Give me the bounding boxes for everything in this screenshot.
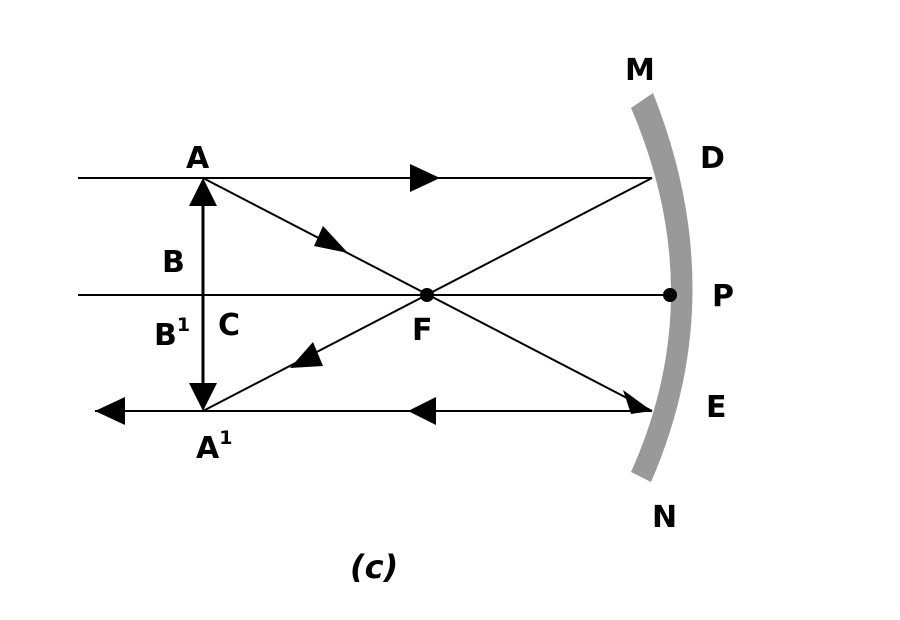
object-arrowhead-up bbox=[189, 178, 217, 206]
label-D: D bbox=[700, 141, 725, 176]
figure-caption: (c) bbox=[350, 548, 398, 586]
label-B1: B1 bbox=[154, 314, 190, 353]
label-A1: A1 bbox=[196, 427, 232, 466]
image-arrowhead-down bbox=[189, 383, 217, 411]
label-P: P bbox=[712, 279, 734, 314]
arrow-top-right bbox=[410, 164, 440, 192]
label-M: M bbox=[625, 53, 655, 88]
label-E: E bbox=[706, 390, 727, 425]
arrow-toward-e bbox=[623, 390, 652, 414]
label-N: N bbox=[652, 500, 677, 535]
label-B: B bbox=[162, 245, 185, 280]
arrow-f-toward-a1 bbox=[290, 342, 323, 368]
focus-point bbox=[420, 288, 434, 302]
concave-mirror bbox=[631, 93, 693, 482]
label-F: F bbox=[412, 313, 433, 348]
label-C: C bbox=[218, 308, 240, 343]
arrow-bottom-left-mid bbox=[408, 397, 436, 425]
label-A: A bbox=[186, 141, 210, 176]
pole-point bbox=[663, 288, 677, 302]
arrow-a-toward-f bbox=[314, 226, 348, 253]
arrow-bottom-left-end bbox=[95, 397, 125, 425]
